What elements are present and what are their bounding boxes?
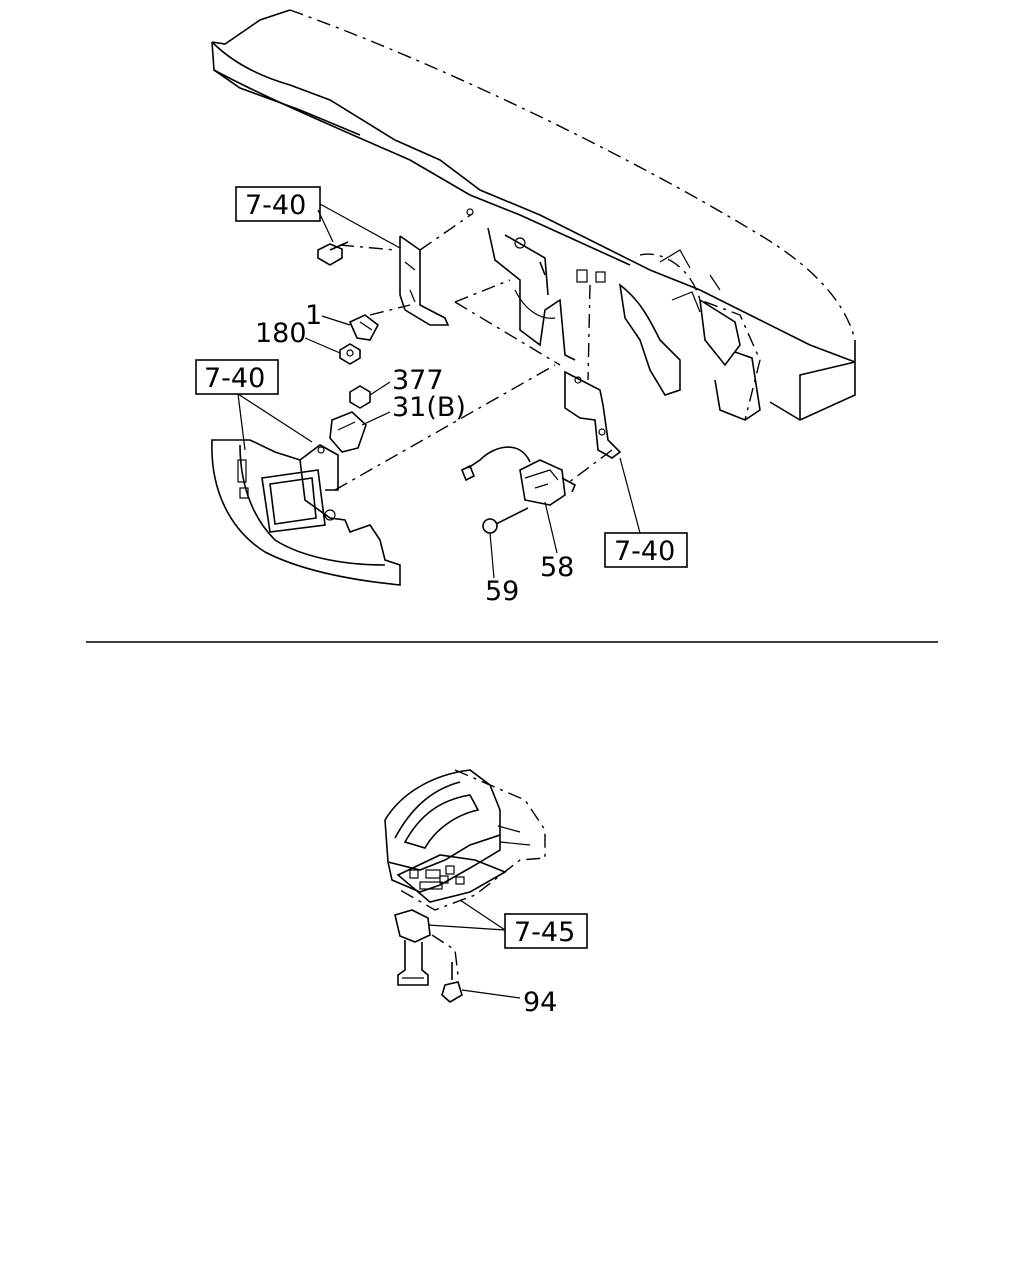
reference-label: 7-40 [614, 536, 675, 567]
callout-377: 377 [392, 365, 444, 396]
part-59-drawing [482, 507, 529, 534]
callout-59: 59 [485, 576, 519, 607]
bolt-top-part [317, 241, 349, 266]
callout-31b: 31(B) [392, 392, 466, 423]
bezel-panel-drawing [211, 364, 556, 586]
reference-box-7-40-right: 7-40 [604, 532, 688, 568]
console-drawing [384, 769, 546, 911]
reference-box-7-45: 7-45 [504, 913, 588, 949]
part-377-drawing [349, 385, 371, 409]
part-1-drawing [348, 314, 380, 341]
reference-box-7-40-left: 7-40 [195, 359, 279, 395]
reference-box-7-40-top: 7-40 [235, 186, 321, 222]
dashboard-panel-drawing [211, 9, 856, 421]
switch-connector-drawing [394, 909, 459, 986]
part-94-drawing [441, 962, 463, 1003]
reference-label: 7-40 [204, 363, 265, 394]
sensor-bracket-drawing [564, 370, 622, 484]
callout-1: 1 [305, 300, 322, 331]
reference-label: 7-45 [514, 917, 575, 948]
callout-58: 58 [540, 552, 574, 583]
part-58-drawing [460, 446, 577, 506]
part-31b-drawing [329, 411, 367, 453]
part-180-drawing [339, 343, 361, 365]
callout-180: 180 [255, 318, 307, 349]
callout-94: 94 [523, 987, 557, 1018]
reference-label: 7-40 [245, 190, 306, 221]
